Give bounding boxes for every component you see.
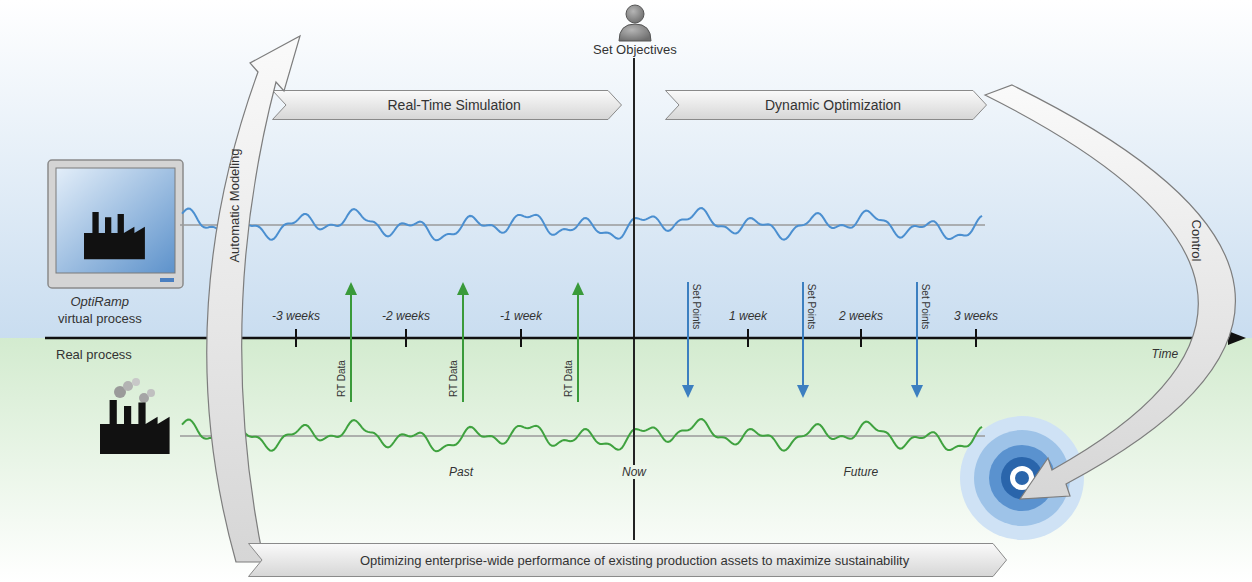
arrow-label: RT Data [562, 360, 573, 397]
baseline [180, 435, 985, 437]
text-label: 2 weeks [839, 309, 883, 323]
text-label: Set Objectives [593, 42, 677, 57]
banner-text: Dynamic Optimization [765, 97, 901, 113]
banner-text: Automatic Modeling [227, 148, 242, 262]
virtual-ground [0, 0, 1252, 338]
text-label: Now [619, 465, 649, 479]
factory-icon [100, 378, 170, 454]
text-label: 1 week [729, 309, 767, 323]
text-label: Real process [56, 347, 132, 362]
text-label: Time [1152, 347, 1179, 361]
arrow-label: Set Points [920, 283, 931, 329]
banner-text: Real-Time Simulation [388, 97, 521, 113]
set-point-arrow [682, 282, 923, 398]
banner-text: Control [1189, 219, 1204, 261]
curved-arrow: Control [975, 30, 1250, 530]
chevron-banner: Optimizing enterprise-wide performance o… [248, 543, 1007, 577]
arrow-label: Set Points [806, 283, 817, 329]
curved-arrow-shape [170, 28, 310, 580]
text-label: OptiRamp [71, 294, 130, 309]
text-label: 3 weeks [954, 309, 998, 323]
real-waveform [182, 419, 982, 451]
arrow-label: RT Data [335, 360, 346, 397]
virtual-waveform [182, 208, 982, 240]
arrow-label: Set Points [691, 283, 702, 329]
baseline [180, 224, 985, 226]
person-icon [619, 5, 651, 41]
banner-text: Optimizing enterprise-wide performance o… [360, 553, 909, 568]
text-label: -3 weeks [272, 309, 320, 323]
rt-data-arrow [345, 282, 584, 402]
arrow-label: RT Data [447, 360, 458, 397]
chevron-banner: Real-Time Simulation [272, 90, 622, 120]
curved-arrow-shape [975, 30, 1250, 530]
curved-arrow: Automatic Modeling [170, 28, 310, 580]
text-label: -1 week [500, 309, 542, 323]
text-label: Past [449, 465, 473, 479]
text-label: virtual process [58, 311, 142, 326]
text-label: Future [844, 465, 879, 479]
chevron-banner: Dynamic Optimization [665, 90, 987, 120]
monitor-icon [48, 160, 183, 288]
real-ground [0, 338, 1252, 582]
text-label: -2 weeks [382, 309, 430, 323]
